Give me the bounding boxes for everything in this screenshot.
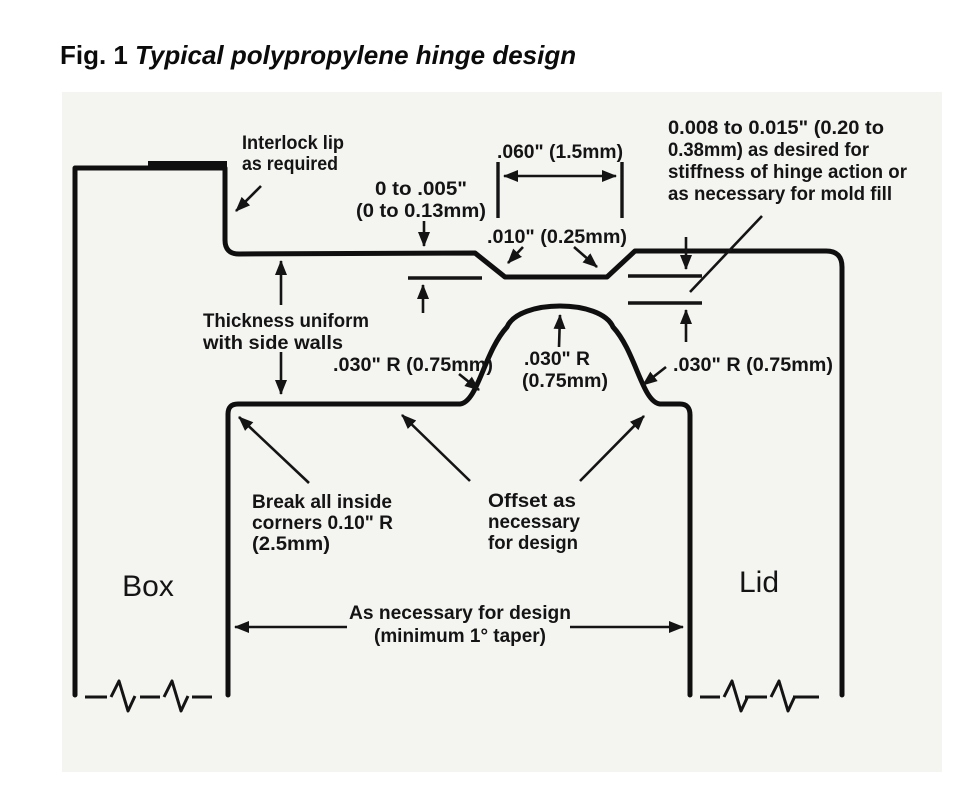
box-label: Box bbox=[122, 570, 174, 603]
inside-corner-arrow bbox=[238, 416, 310, 484]
label-inside-corners: Break all inside corners 0.10" R (2.5mm) bbox=[252, 492, 393, 555]
figure-label: Fig. 1 bbox=[60, 40, 128, 70]
label-offset-line2: necessary bbox=[488, 512, 580, 533]
label-inside-corners-line3: (2.5mm) bbox=[252, 534, 330, 555]
drawing-panel bbox=[62, 92, 942, 772]
offset-arrow-right bbox=[579, 415, 645, 482]
label-web-thickness-line3: stiffness of hinge action or bbox=[668, 162, 908, 183]
label-wall-thickness-line2: with side walls bbox=[202, 333, 343, 354]
label-taper: As necessary for design (minimum 1° tape… bbox=[349, 603, 571, 647]
label-gap-tolerance-line2: (0 to 0.13mm) bbox=[356, 201, 486, 222]
interlock-lip-edge bbox=[148, 161, 227, 169]
label-wall-thickness-line1: Thickness uniform bbox=[203, 311, 369, 332]
label-inside-corners-line1: Break all inside bbox=[252, 492, 392, 513]
recess-depth-arrow-right bbox=[573, 246, 598, 268]
upper-profile-box-lid-top bbox=[72, 165, 845, 698]
box-break-symbol bbox=[85, 679, 212, 713]
label-offset-line3: for design bbox=[488, 533, 578, 554]
label-land-width: .060" (1.5mm) bbox=[497, 142, 623, 163]
label-recess-depth: .010" (0.25mm) bbox=[487, 227, 627, 248]
label-radius-center: .030" R (0.75mm) bbox=[522, 349, 608, 392]
label-interlock-lip-line1: Interlock lip bbox=[242, 133, 344, 154]
radius-center-arrow bbox=[553, 314, 566, 348]
label-web-thickness-line4: as necessary for mold fill bbox=[668, 184, 892, 205]
recess-depth-arrow-left bbox=[507, 246, 524, 264]
figure-title: Typical polypropylene hinge design bbox=[135, 40, 576, 70]
label-web-thickness-line1: 0.008 to 0.015" (0.20 to bbox=[668, 118, 884, 139]
offset-arrow-left bbox=[401, 414, 471, 482]
label-web-thickness-line2: 0.38mm) as desired for bbox=[668, 140, 870, 161]
label-inside-corners-line2: corners 0.10" R bbox=[252, 513, 393, 534]
label-taper-line1: As necessary for design bbox=[349, 603, 571, 624]
radius-left-arrow bbox=[458, 372, 480, 392]
radius-right-arrow bbox=[642, 365, 667, 387]
interlock-lip-arrow bbox=[235, 185, 262, 212]
label-radius-center-line1: .030" R bbox=[524, 349, 590, 370]
label-radius-left: .030" R (0.75mm) bbox=[333, 355, 493, 376]
label-radius-right: .030" R (0.75mm) bbox=[673, 355, 833, 376]
label-offset: Offset as necessary for design bbox=[488, 491, 580, 554]
lid-label: Lid bbox=[739, 566, 779, 599]
label-offset-line1: Offset as bbox=[488, 491, 576, 512]
lower-profile-hinge-bead bbox=[225, 303, 693, 698]
lid-break-symbol bbox=[700, 679, 819, 713]
label-interlock-lip: Interlock lip as required bbox=[242, 133, 344, 175]
label-gap-tolerance: 0 to .005" (0 to 0.13mm) bbox=[356, 179, 486, 222]
label-taper-line2: (minimum 1° taper) bbox=[374, 626, 546, 647]
label-wall-thickness: Thickness uniform with side walls bbox=[202, 311, 369, 354]
label-interlock-lip-line2: as required bbox=[242, 154, 338, 175]
label-radius-center-line2: (0.75mm) bbox=[522, 371, 608, 392]
label-gap-tolerance-line1: 0 to .005" bbox=[375, 179, 467, 200]
label-web-thickness: 0.008 to 0.015" (0.20 to 0.38mm) as desi… bbox=[668, 118, 908, 205]
web-thickness-leader-line bbox=[689, 215, 763, 293]
